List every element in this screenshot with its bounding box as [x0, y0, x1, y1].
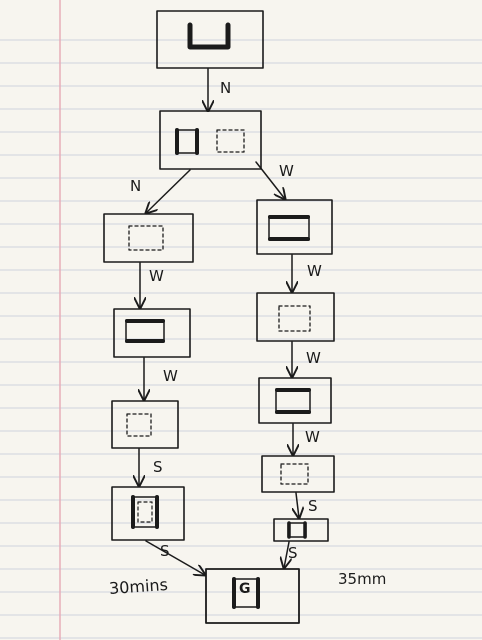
edge-label-south: S — [160, 542, 170, 560]
dashed-bin-icon — [280, 463, 309, 485]
edge-label-south: S — [308, 497, 318, 515]
edge-label-north: N — [130, 177, 142, 195]
dashed-bin-icon — [216, 129, 245, 153]
u-shape-icon — [187, 22, 231, 50]
edge-label-west: W — [305, 428, 320, 446]
dashed-bin-icon — [278, 305, 311, 332]
filled-bar-icon — [275, 388, 311, 414]
edge-label-west: W — [306, 349, 321, 367]
ruled-lines — [0, 39, 482, 639]
dashed-bin-icon — [128, 225, 164, 251]
goal-label: G — [239, 581, 251, 597]
right-box-1 — [256, 199, 333, 255]
start-box — [156, 10, 264, 69]
edge-label-north: N — [220, 79, 232, 97]
left-box-2 — [113, 308, 191, 358]
edge-label-south: S — [153, 458, 163, 476]
edge-label-west: W — [163, 367, 178, 385]
arrow-left-4-to-goal — [145, 540, 205, 575]
goal-box — [205, 568, 300, 624]
right-path-time-label: 35mm — [338, 570, 387, 588]
edge-label-south: S — [288, 544, 298, 562]
right-box-2 — [256, 292, 335, 342]
arrow-right-5-to-goal — [284, 541, 289, 568]
dashed-bin-icon — [126, 413, 152, 437]
edge-label-west: W — [279, 162, 294, 180]
left-box-4 — [111, 486, 185, 541]
arrow-split-to-left — [146, 169, 191, 213]
right-box-4 — [261, 455, 335, 493]
left-box-1 — [103, 213, 194, 263]
edge-label-west: W — [307, 262, 322, 280]
edge-label-west: W — [149, 267, 164, 285]
solid-bin-icon — [175, 129, 199, 154]
arrow-split-to-right — [255, 161, 285, 199]
arrow-right-4-to-5 — [296, 492, 299, 518]
filled-bar-icon — [268, 215, 310, 241]
